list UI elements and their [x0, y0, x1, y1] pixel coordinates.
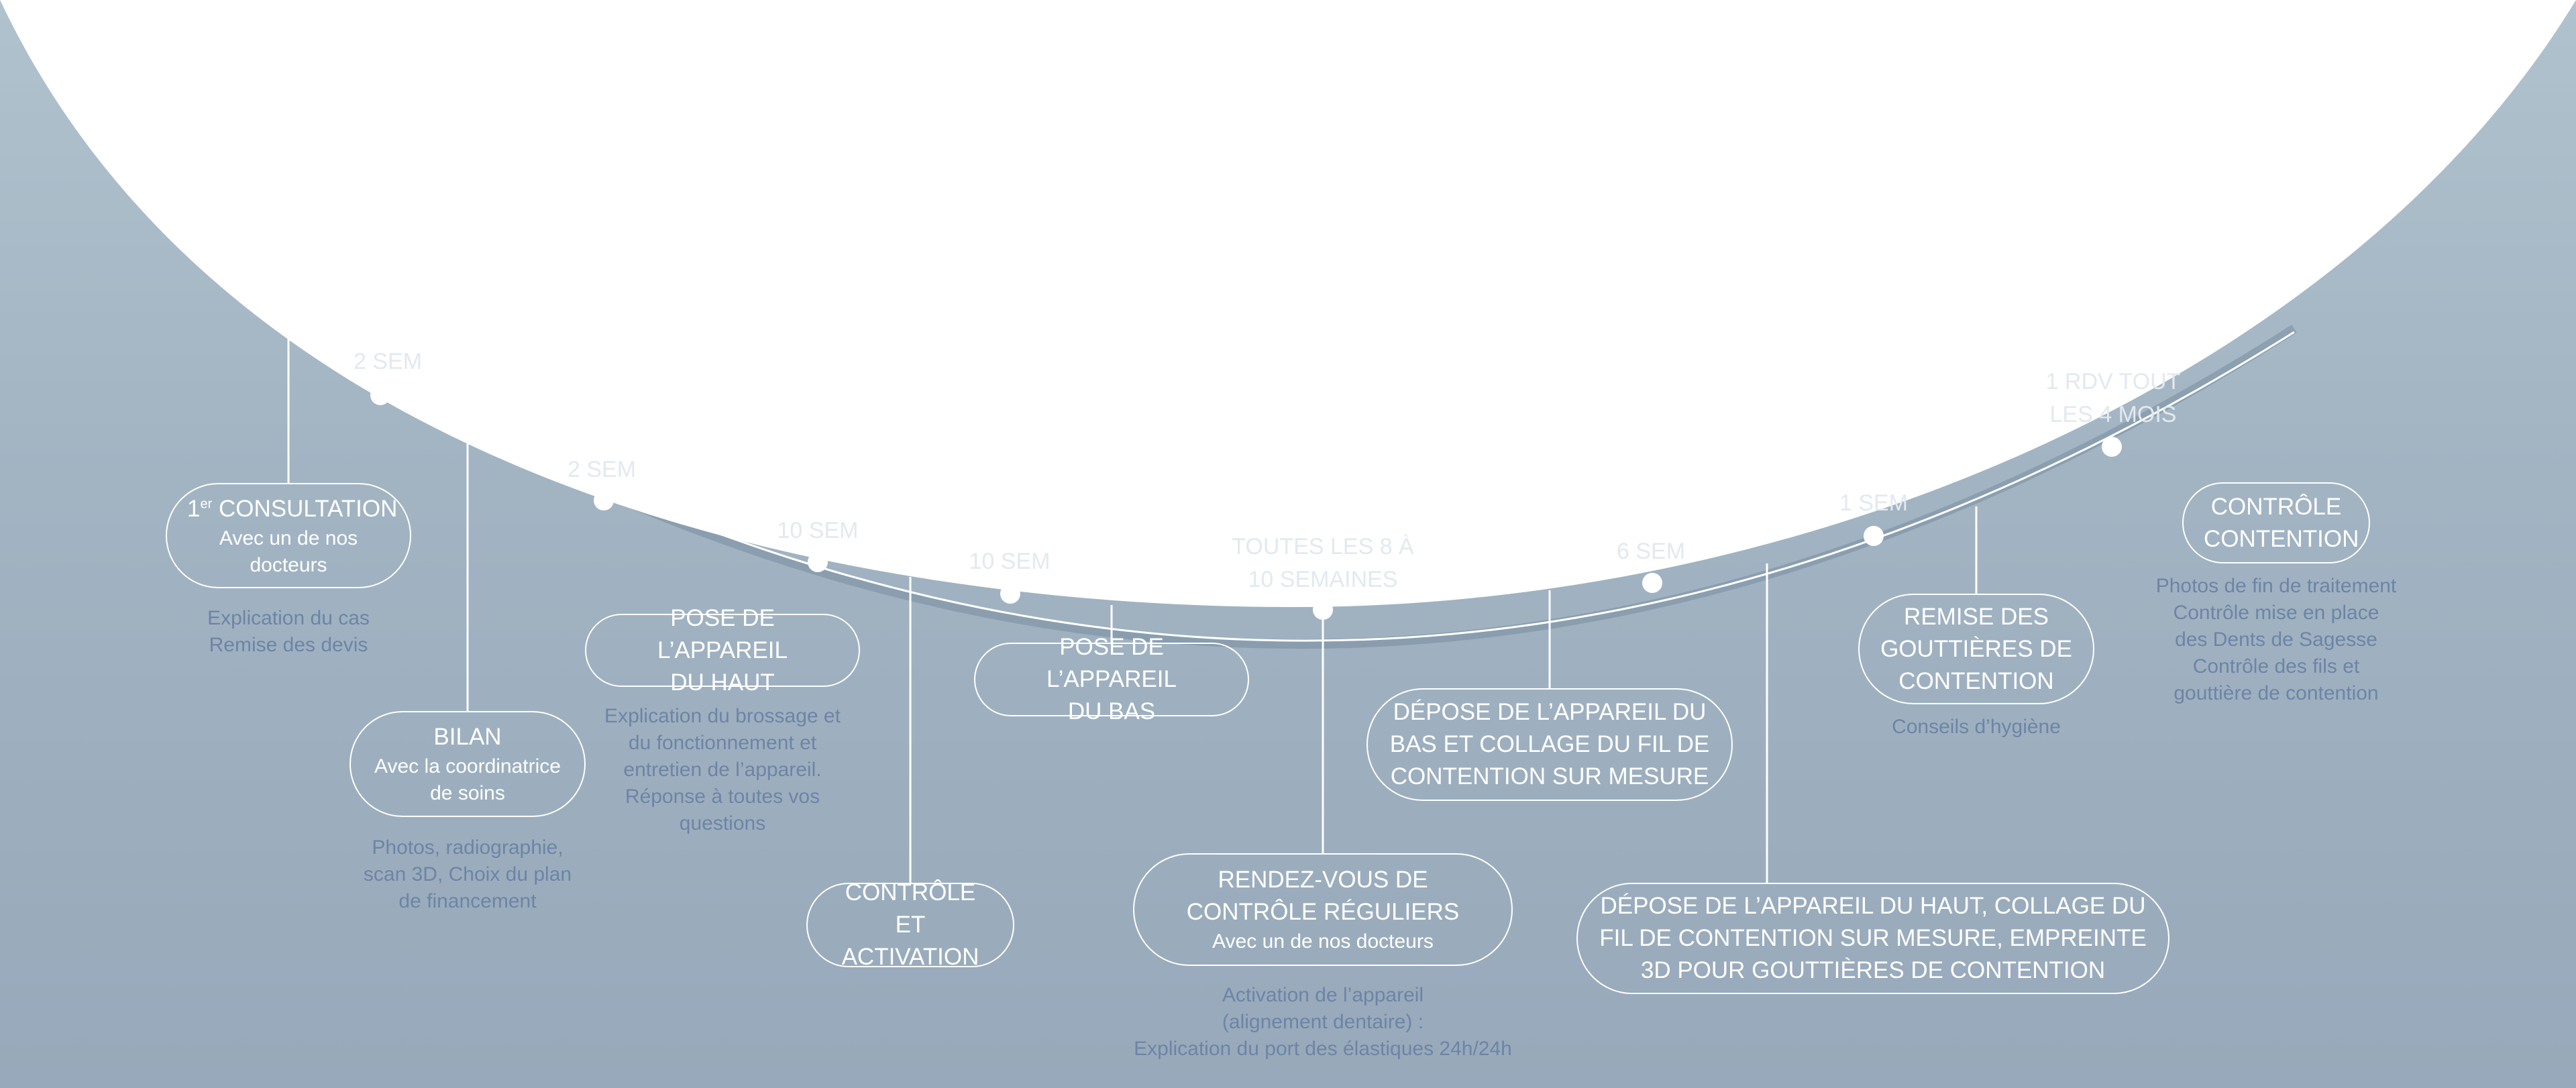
step-pill-first-consultation: 1er CONSULTATION Avec un de nos docteurs: [166, 483, 411, 588]
step-description-2: Photos, radiographie,scan 3D, Choix du p…: [363, 836, 572, 912]
step-subtitle: Avec un de nos docteurs: [1212, 930, 1434, 953]
interval-label-3: 10 SEM: [777, 518, 859, 543]
interval-label-2: 2 SEM: [567, 457, 637, 482]
step-title: CONTRÔLE ET ACTIVATION: [841, 879, 979, 970]
timeline-dot: [2102, 437, 2122, 457]
step-pill-bilan: BILAN Avec la coordinatrice de soins: [350, 711, 586, 817]
timeline-dots: [370, 385, 2122, 620]
step-title: POSE DE L’APPAREIL DU BAS: [1046, 634, 1177, 724]
interval-label-4: 10 SEM: [969, 549, 1051, 574]
interval-label-6: 6 SEM: [1616, 539, 1686, 564]
timeline-dot: [1313, 600, 1333, 620]
timeline-dot: [1642, 573, 1662, 593]
step-title: POSE DE L’APPAREIL DU HAUT: [657, 604, 788, 696]
timeline-dot: [370, 385, 390, 405]
step-subtitle: Avec la coordinatrice de soins: [374, 755, 561, 804]
interval-label-8: 1 RDV TOUT LES 4 MOIS: [2045, 369, 2181, 427]
interval-label-1: 2 SEM: [353, 349, 423, 374]
interval-label-7: 1 SEM: [1839, 490, 1909, 516]
step-title: RENDEZ-VOUS DE CONTRÔLE RÉGULIERS: [1186, 867, 1460, 925]
step-description-6: Activation de l’appareil(alignement dent…: [1134, 984, 1512, 1060]
step-title: DÉPOSE DE L’APPAREIL DU HAUT, COLLAGE DU…: [1599, 893, 2147, 983]
top-arc-shape: [0, 0, 2576, 607]
interval-label-5: TOUTES LES 8 À 10 SEMAINES: [1232, 534, 1414, 592]
step-title: CONTRÔLE CONTENTION: [2204, 493, 2359, 552]
timeline-dot: [808, 552, 828, 572]
step-title: BILAN: [433, 724, 502, 750]
step-pill-pose-bas: POSE DE L’APPAREIL DU BAS: [974, 634, 1249, 724]
step-title: REMISE DES GOUTTIÈRES DE CONTENTION: [1880, 603, 2072, 694]
arc-timeline-line: [274, 311, 2295, 642]
step-pill-controle-contention: CONTRÔLE CONTENTION: [2182, 482, 2370, 563]
step-pill-depose-haut: DÉPOSE DE L’APPAREIL DU HAUT, COLLAGE DU…: [1576, 883, 2169, 994]
step-title: 1er CONSULTATION: [187, 495, 398, 522]
step-pill-remise-gouttieres: REMISE DES GOUTTIÈRES DE CONTENTION: [1858, 594, 2094, 704]
step-pill-depose-bas: DÉPOSE DE L’APPAREIL DU BAS ET COLLAGE D…: [1366, 688, 1733, 801]
step-pill-rendez-vous-controle: RENDEZ-VOUS DE CONTRÔLE RÉGULIERS Avec u…: [1133, 853, 1513, 966]
timeline-dot: [594, 490, 614, 510]
timeline-dot: [1000, 584, 1020, 604]
step-title: DÉPOSE DE L’APPAREIL DU BAS ET COLLAGE D…: [1389, 699, 1710, 790]
timeline-dot: [1864, 526, 1884, 546]
step-pill-controle-activation: CONTRÔLE ET ACTIVATION: [806, 879, 1014, 970]
step-subtitle: Avec un de nos docteurs: [219, 527, 358, 576]
step-pill-pose-haut: POSE DE L’APPAREIL DU HAUT: [585, 605, 860, 696]
connector-lines: [287, 329, 1978, 883]
step-description-9: Conseils d’hygiène: [1892, 716, 2061, 738]
